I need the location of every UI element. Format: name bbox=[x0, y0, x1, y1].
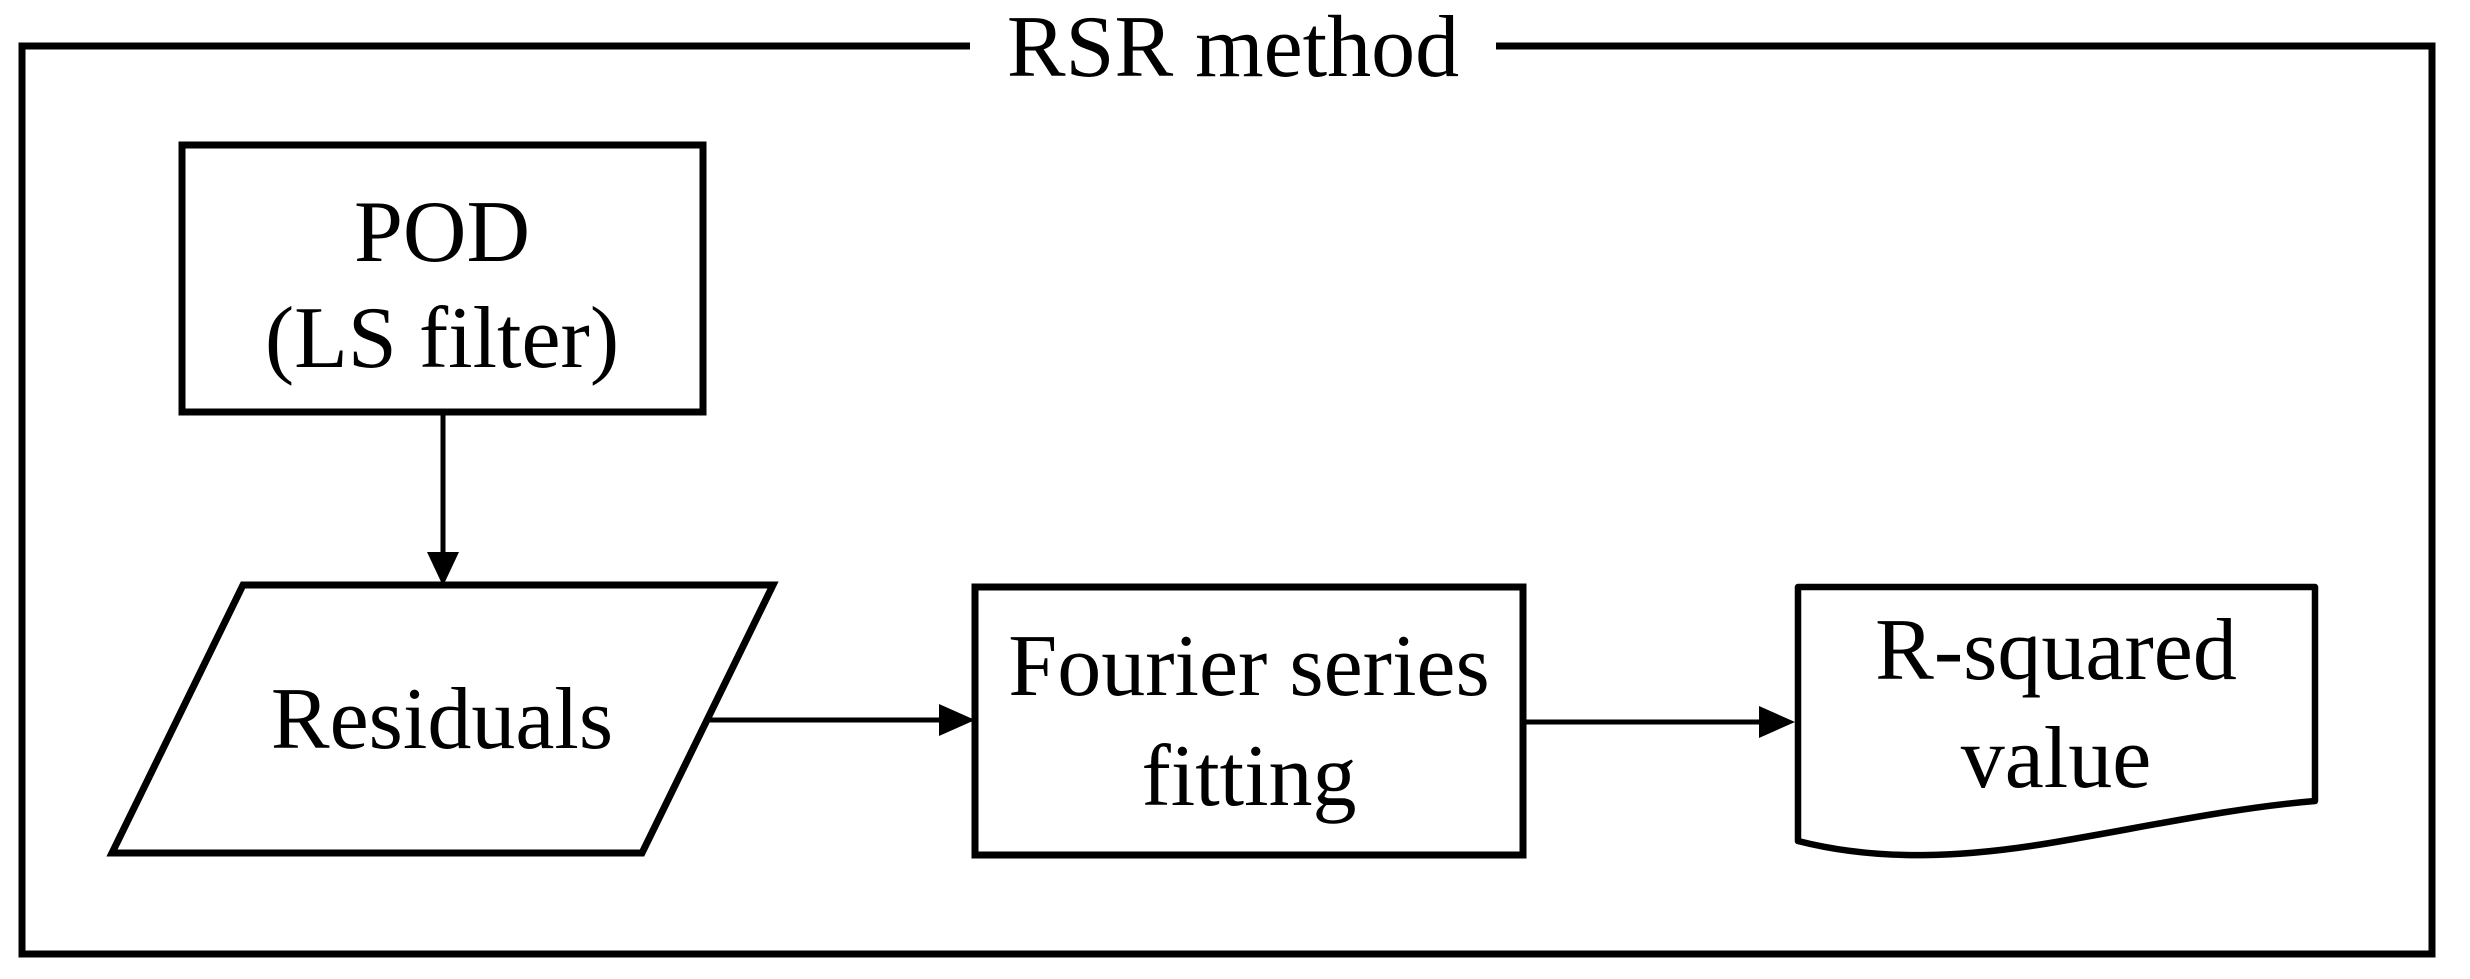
node-residuals: Residuals bbox=[106, 581, 779, 857]
node-fourier: Fourier series fitting bbox=[971, 583, 1527, 859]
node-pod: POD (LS filter) bbox=[178, 141, 707, 416]
rsquared-label-line2: value bbox=[1961, 710, 2152, 807]
pod-label-line2: (LS filter) bbox=[265, 290, 619, 387]
fourier-box bbox=[971, 583, 1527, 859]
pod-box bbox=[178, 141, 707, 416]
fourier-label-line2: fitting bbox=[1141, 728, 1356, 825]
arrow-pod-to-residuals-head bbox=[427, 552, 459, 586]
title-border-gap bbox=[970, 30, 1496, 64]
arrow-fourier-to-rsquared-head bbox=[1759, 706, 1795, 738]
residuals-label: Residuals bbox=[271, 671, 613, 768]
arrow-residuals-to-fourier-head bbox=[939, 704, 975, 736]
arrow-pod-to-residuals bbox=[427, 414, 459, 586]
pod-label-line1: POD bbox=[354, 184, 530, 281]
residuals-parallelogram bbox=[106, 581, 779, 857]
node-rsquared: R-squared value bbox=[1794, 583, 2319, 859]
diagram-title: RSR method bbox=[1007, 0, 1459, 96]
fourier-label-line1: Fourier series bbox=[1008, 618, 1489, 715]
rsquared-document bbox=[1794, 583, 2319, 859]
arrow-residuals-to-fourier bbox=[705, 704, 975, 736]
arrow-fourier-to-rsquared bbox=[1524, 706, 1795, 738]
rsquared-label-line1: R-squared bbox=[1875, 602, 2237, 699]
